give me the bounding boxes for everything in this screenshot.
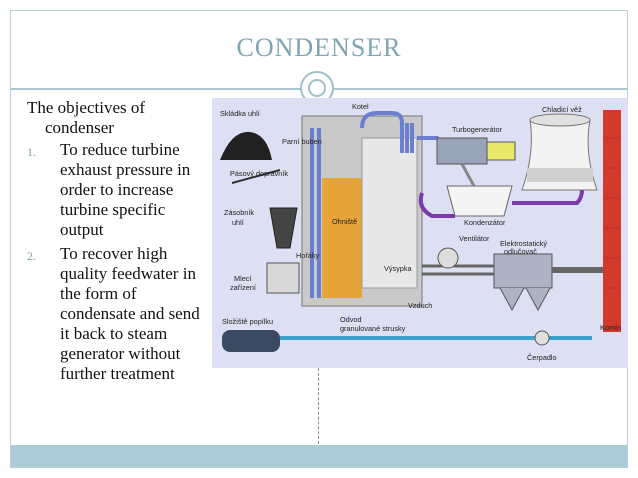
furnace-fire	[322, 178, 362, 298]
label-hopper-2: uhlí	[232, 218, 244, 227]
label-ash-hopper: Výsypka	[384, 264, 413, 273]
condenser-shape	[446, 185, 513, 217]
cooling-tower-fill	[527, 168, 593, 182]
coal-pile-shape	[220, 131, 272, 160]
steam-pipe	[310, 128, 321, 298]
label-slag-2: granulované strusky	[340, 324, 406, 333]
list-number: 1.	[27, 145, 36, 159]
pump-icon	[534, 330, 550, 346]
mill-shape	[266, 262, 300, 294]
label-condenser: Kondenzátor	[464, 218, 506, 227]
list-item-text: To reduce turbine exhaust pressure in or…	[60, 140, 191, 239]
list-item: 1. To reduce turbine exhaust pressure in…	[27, 140, 212, 240]
label-cooling-tower: Chladicí věž	[542, 105, 582, 114]
slide-title: CONDENSER	[236, 33, 402, 62]
chimney-shape	[603, 110, 621, 332]
intro-line-1: The objectives of	[27, 98, 146, 117]
precipitator-shape	[493, 253, 553, 289]
label-turbogenerator: Turbogenerátor	[452, 125, 503, 134]
list-item: 2. To recover high quality feedwater in …	[27, 244, 212, 384]
label-precipitator-1: Elektrostatický	[500, 239, 547, 248]
label-coal-yard: Skládka uhlí	[220, 109, 260, 118]
intro-line-2: condenser	[45, 118, 114, 137]
boiler-pass	[361, 137, 418, 289]
cooling-tower-top	[529, 113, 591, 127]
exhaust-duct	[460, 163, 476, 187]
objectives-text: The objectives of condenser 1. To reduce…	[27, 98, 212, 388]
ventilator-icon	[437, 247, 459, 269]
ash-storage-shape	[222, 330, 280, 352]
label-steam-drum: Parní buben	[282, 137, 322, 146]
coal-hopper-shape	[269, 207, 298, 249]
chimney-bricks	[603, 137, 621, 289]
footer-band	[11, 445, 627, 467]
turbine-shape	[436, 137, 488, 165]
label-mill-2: zařízení	[230, 283, 256, 292]
ornament-inner-ring	[308, 79, 326, 97]
objectives-list: 1. To reduce turbine exhaust pressure in…	[27, 140, 212, 384]
power-plant-svg: Skládka uhlí Kotel Chladicí věž Parní bu…	[220, 102, 621, 362]
intro-text: The objectives of condenser	[27, 98, 212, 138]
label-furnace: Ohniště	[332, 217, 357, 226]
label-conveyor: Pásový dopravník	[230, 169, 288, 178]
label-chimney: Komín	[600, 323, 621, 332]
power-plant-diagram: Skládka uhlí Kotel Chladicí věž Parní bu…	[212, 98, 628, 368]
feedwater-pipe	[418, 189, 584, 218]
label-pump: Čerpadlo	[527, 353, 557, 362]
label-air: Vzduch	[408, 301, 432, 310]
dashed-divider	[318, 368, 319, 444]
list-item-text: To recover high quality feedwater in the…	[60, 244, 200, 383]
list-number: 2.	[27, 249, 36, 263]
label-slag-1: Odvod	[340, 315, 362, 324]
superheater-pipe	[360, 111, 414, 153]
generator-shape	[486, 141, 516, 161]
label-ash-storage: Složiště popílku	[222, 317, 273, 326]
conveyor-belt	[231, 169, 281, 184]
label-burners: Hořáky	[296, 251, 319, 260]
label-mill-1: Mlecí	[234, 274, 251, 283]
label-ventilator: Ventilátor	[459, 234, 490, 243]
precipitator-hoppers	[499, 287, 551, 312]
flue-duct	[422, 264, 502, 276]
label-boiler: Kotel	[352, 102, 369, 111]
label-hopper-1: Zásobník	[224, 208, 254, 217]
label-precipitator-2: odlučovač	[504, 247, 537, 256]
